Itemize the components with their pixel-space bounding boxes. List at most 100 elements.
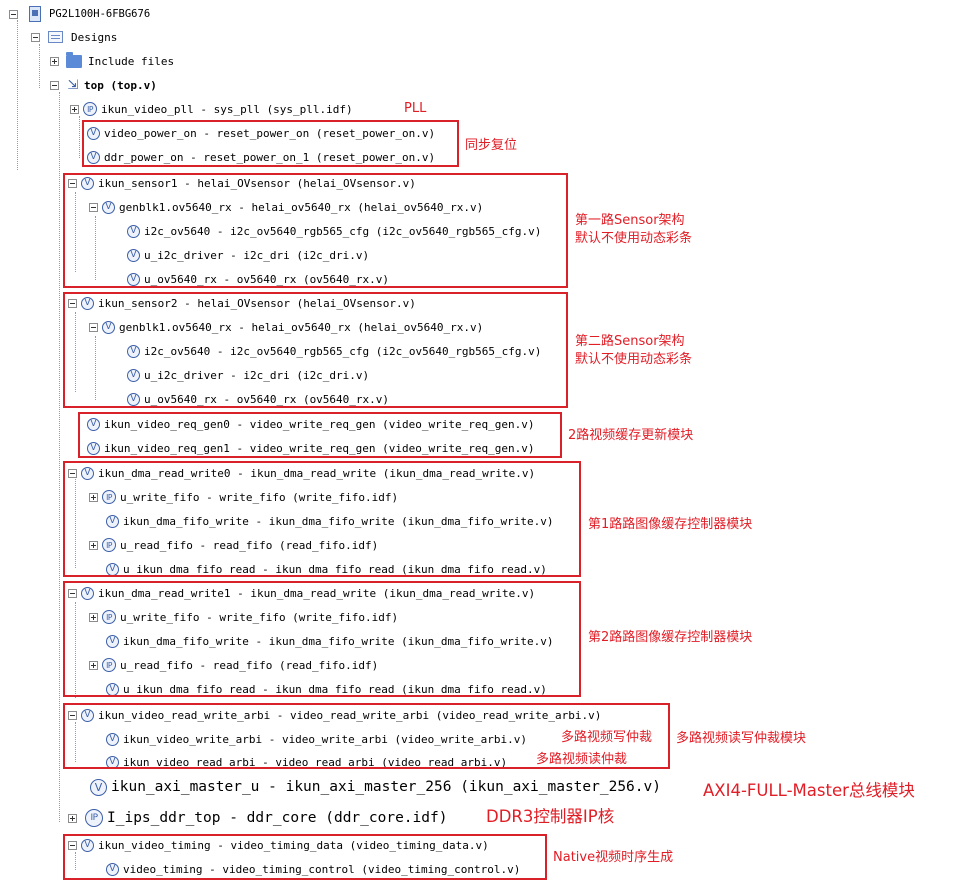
node-label: u_ov5640_rx - ov5640_rx (ov5640_rx.v) <box>144 272 390 286</box>
collapse-toggle[interactable] <box>89 322 98 332</box>
tree-node-include-files[interactable]: Include files <box>50 51 174 71</box>
node-label: i2c_ov5640 - i2c_ov5640_rgb565_cfg (i2c_… <box>144 344 542 358</box>
expand-toggle[interactable] <box>68 813 77 823</box>
ip-core-icon: IP <box>102 610 116 624</box>
annotation-line: 第二路Sensor架构 <box>575 334 685 349</box>
tree-node[interactable]: V genblk1.ov5640_rx - helai_ov5640_rx (h… <box>89 317 483 337</box>
node-label: ikun_video_timing - video_timing_data (v… <box>98 838 489 852</box>
tree-node[interactable]: V ikun_dma_read_write0 - ikun_dma_read_w… <box>68 463 535 483</box>
expand-toggle[interactable] <box>70 104 79 114</box>
tree-node[interactable]: V ikun_axi_master_u - ikun_axi_master_25… <box>90 775 661 799</box>
tree-node[interactable]: V i2c_ov5640 - i2c_ov5640_rgb565_cfg (i2… <box>127 341 541 361</box>
highlight-box <box>63 173 568 288</box>
tree-node[interactable]: IP ikun_video_pll - sys_pll (sys_pll.idf… <box>70 99 353 119</box>
annotation-sensor1: 第一路Sensor架构 默认不使用动态彩条 <box>575 212 692 248</box>
collapse-toggle[interactable] <box>50 80 59 90</box>
collapse-toggle[interactable] <box>68 468 77 478</box>
tree-node[interactable]: V u_i2c_driver - i2c_dri (i2c_dri.v) <box>127 365 369 385</box>
annotation-timing: Native视频时序生成 <box>553 850 674 865</box>
node-label: ikun_axi_master_u - ikun_axi_master_256 … <box>111 779 661 795</box>
highlight-box <box>63 703 670 769</box>
verilog-file-icon: V <box>81 708 94 722</box>
collapse-toggle[interactable] <box>68 710 77 720</box>
tree-node[interactable]: V i2c_ov5640 - i2c_ov5640_rgb565_cfg (i2… <box>127 221 541 241</box>
collapse-toggle[interactable] <box>68 588 77 598</box>
verilog-file-icon: V <box>106 862 119 876</box>
ip-core-icon: IP <box>102 490 116 504</box>
tree-node[interactable]: V ddr_power_on - reset_power_on_1 (reset… <box>87 147 435 167</box>
verilog-file-icon: V <box>87 150 100 164</box>
tree-node[interactable]: V ikun_video_timing - video_timing_data … <box>68 835 489 855</box>
tree-node[interactable]: V u_ov5640_rx - ov5640_rx (ov5640_rx.v) <box>127 389 389 409</box>
expand-toggle[interactable] <box>89 540 98 550</box>
tree-node[interactable]: V ikun_video_req_gen1 - video_write_req_… <box>87 438 534 458</box>
tree-node[interactable]: V ikun_video_write_arbi - video_write_ar… <box>106 729 527 749</box>
verilog-file-icon: V <box>127 368 140 382</box>
tree-node[interactable]: V ikun_dma_fifo_write - ikun_dma_fifo_wr… <box>106 631 553 651</box>
tree-node-designs[interactable]: Designs <box>31 27 117 47</box>
node-label: i2c_ov5640 - i2c_ov5640_rgb565_cfg (i2c_… <box>144 224 542 238</box>
verilog-file-icon: V <box>81 296 94 310</box>
collapse-toggle[interactable] <box>68 178 77 188</box>
ip-core-icon: IP <box>102 538 116 552</box>
tree-node[interactable]: V video_power_on - reset_power_on (reset… <box>87 123 435 143</box>
verilog-file-icon: V <box>127 248 140 262</box>
tree-node[interactable]: V video_timing - video_timing_control (v… <box>106 859 520 879</box>
tree-node-device[interactable]: PG2L100H-6FBG676 <box>9 4 150 24</box>
node-label: ikun_video_req_gen1 - video_write_req_ge… <box>104 441 535 455</box>
annotation-dma0: 第1路路图像缓存控制器模块 <box>588 517 753 532</box>
tree-node[interactable]: V genblk1.ov5640_rx - helai_ov5640_rx (h… <box>89 197 483 217</box>
tree-node[interactable]: V ikun_sensor2 - helai_OVsensor (helai_O… <box>68 293 416 313</box>
tree-node[interactable]: IP u_write_fifo - write_fifo (write_fifo… <box>89 487 398 507</box>
annotation-sensor2: 第二路Sensor架构 默认不使用动态彩条 <box>575 333 692 369</box>
verilog-file-icon: V <box>127 224 140 238</box>
node-label: video_power_on - reset_power_on (reset_p… <box>104 126 436 140</box>
highlight-box <box>78 412 562 458</box>
annotation-line: 默认不使用动态彩条 <box>575 231 693 246</box>
node-label: ikun_sensor1 - helai_OVsensor (helai_OVs… <box>98 176 416 190</box>
verilog-file-icon: V <box>87 441 100 455</box>
verilog-file-icon: V <box>87 126 100 140</box>
tree-node[interactable]: V u_ov5640_rx - ov5640_rx (ov5640_rx.v) <box>127 269 389 289</box>
ip-core-icon: IP <box>85 809 103 827</box>
collapse-toggle[interactable] <box>68 840 77 850</box>
top-label: top (top.v) <box>84 78 157 92</box>
node-label: ikun_dma_read_write0 - ikun_dma_read_wri… <box>98 466 536 480</box>
annotation-arbi-read: 多路视频读仲裁 <box>536 752 628 767</box>
verilog-file-icon: V <box>87 417 100 431</box>
tree-node-top[interactable]: ⇲ top (top.v) <box>50 75 157 95</box>
tree-node[interactable]: V ikun_dma_read_write1 - ikun_dma_read_w… <box>68 583 535 603</box>
collapse-toggle[interactable] <box>9 9 18 19</box>
highlight-box <box>63 834 547 880</box>
tree-node[interactable]: IP u_write_fifo - write_fifo (write_fifo… <box>89 607 398 627</box>
verilog-file-icon: V <box>106 514 119 528</box>
verilog-file-icon: V <box>81 586 94 600</box>
expand-toggle[interactable] <box>50 56 59 66</box>
annotation-axi: AXI4-FULL-Master总线模块 <box>703 781 915 800</box>
tree-node[interactable]: IP u_read_fifo - read_fifo (read_fifo.id… <box>89 535 378 555</box>
tree-node[interactable]: V ikun_video_req_gen0 - video_write_req_… <box>87 414 534 434</box>
annotation-line: 默认不使用动态彩条 <box>575 352 693 367</box>
collapse-toggle[interactable] <box>89 202 98 212</box>
expand-toggle[interactable] <box>89 612 98 622</box>
tree-node[interactable]: V ikun_sensor1 - helai_OVsensor (helai_O… <box>68 173 416 193</box>
node-label: u_i2c_driver - i2c_dri (i2c_dri.v) <box>144 368 370 382</box>
ip-core-icon: IP <box>102 658 116 672</box>
tree-node[interactable]: V u_ikun_dma_fifo_read - ikun_dma_fifo_r… <box>106 559 547 579</box>
tree-node[interactable]: V ikun_video_read_write_arbi - video_rea… <box>68 705 601 725</box>
expand-toggle[interactable] <box>89 492 98 502</box>
node-label: ikun_dma_fifo_write - ikun_dma_fifo_writ… <box>123 634 554 648</box>
tree-node[interactable]: V ikun_dma_fifo_write - ikun_dma_fifo_wr… <box>106 511 553 531</box>
tree-node[interactable]: IP u_read_fifo - read_fifo (read_fifo.id… <box>89 655 378 675</box>
collapse-toggle[interactable] <box>68 298 77 308</box>
annotation-dma1: 第2路路图像缓存控制器模块 <box>588 630 753 645</box>
expand-toggle[interactable] <box>89 660 98 670</box>
tree-node[interactable]: V u_ikun_dma_fifo_read - ikun_dma_fifo_r… <box>106 679 547 699</box>
tree-node[interactable]: V ikun_video_read_arbi - video_read_arbi… <box>106 752 507 772</box>
tree-node[interactable]: V u_i2c_driver - i2c_dri (i2c_dri.v) <box>127 245 369 265</box>
collapse-toggle[interactable] <box>31 32 40 42</box>
tree-node[interactable]: IP I_ips_ddr_top - ddr_core (ddr_core.id… <box>68 806 447 830</box>
node-label: ikun_video_write_arbi - video_write_arbi… <box>123 732 527 746</box>
highlight-box <box>63 461 581 577</box>
annotation-line: 第一路Sensor架构 <box>575 213 685 228</box>
